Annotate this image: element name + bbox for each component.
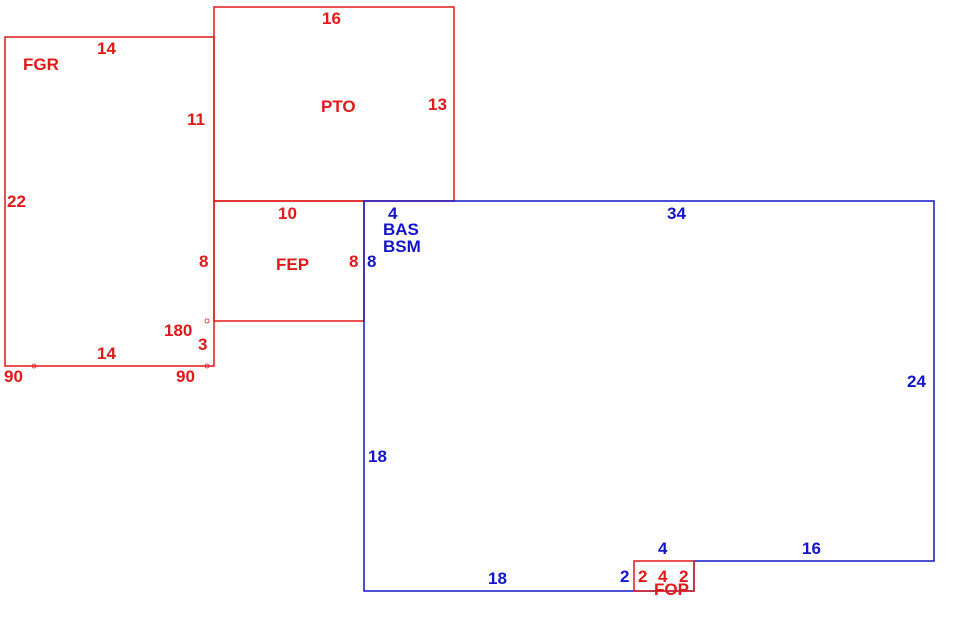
dim-bas-left: 18 xyxy=(368,447,387,466)
dim-fgr-left: 22 xyxy=(7,192,26,211)
dim-fgr-right-lower: 8 xyxy=(199,252,208,271)
dim-pto-right: 13 xyxy=(428,95,447,114)
angle-marker-bl xyxy=(31,363,37,369)
dim-fop-left: 2 xyxy=(638,567,647,586)
fgr-outline xyxy=(4,36,215,367)
dim-fep-top: 10 xyxy=(278,204,297,223)
area-label-bsm: BSM xyxy=(383,237,421,256)
dim-bas-bottom-left: 18 xyxy=(488,569,507,588)
bas-outline xyxy=(363,200,935,592)
dim-bas-step: 2 xyxy=(620,567,629,586)
dim-bas-right-of-fep: 8 xyxy=(367,252,376,271)
dim-fgr-angle-inner: 180 xyxy=(164,321,192,340)
dim-fgr-bottom: 14 xyxy=(97,344,116,363)
dim-fop-mid: 4 xyxy=(658,567,668,586)
angle-marker-br xyxy=(204,363,210,369)
dim-bas-right: 24 xyxy=(907,372,926,391)
dim-bas-top: 34 xyxy=(667,204,686,223)
dim-fgr-notch: 3 xyxy=(198,335,207,354)
angle-marker-inner xyxy=(204,318,210,324)
dim-fgr-angle-bl: 90 xyxy=(4,367,23,386)
area-label-pto: PTO xyxy=(321,97,356,116)
area-label-bas: BAS xyxy=(383,220,419,239)
fop-outline xyxy=(633,560,695,592)
dim-fop-right: 2 xyxy=(679,567,688,586)
dim-bas-top-left: 4 xyxy=(388,204,398,223)
dim-bas-notch-top: 4 xyxy=(658,539,668,558)
area-label-fep: FEP xyxy=(276,255,309,274)
dim-fgr-right: 11 xyxy=(187,110,205,129)
dim-pto-top: 16 xyxy=(322,9,341,28)
dim-fgr-angle-br: 90 xyxy=(176,367,195,386)
area-label-fgr: FGR xyxy=(23,55,59,74)
dim-fep-right: 8 xyxy=(349,252,358,271)
dim-bas-bottom-right: 16 xyxy=(802,539,821,558)
area-label-fop: FOP xyxy=(654,580,689,599)
dim-fgr-top: 14 xyxy=(97,39,116,58)
